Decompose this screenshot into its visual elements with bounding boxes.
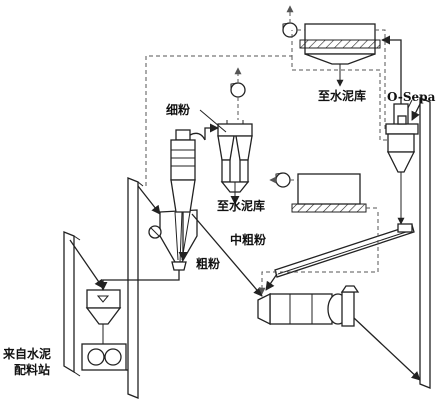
label-from-batching-station-line2: 配料站 — [14, 362, 50, 377]
left-bucket-elevator — [63, 231, 81, 377]
label-coarse-powder: 粗粉 — [196, 256, 220, 271]
ball-mill — [257, 285, 360, 327]
material-flow-lines — [69, 35, 421, 381]
cyclone-collectors — [217, 120, 253, 200]
o-sepa-separator — [385, 80, 419, 225]
fan-mid — [230, 82, 246, 98]
top-bag-filter — [299, 23, 381, 87]
feed-bin — [85, 289, 122, 344]
middle-bucket-elevator — [127, 177, 144, 399]
static-separator-tower — [170, 129, 206, 213]
right-bucket-elevator — [419, 97, 431, 389]
fan-top — [282, 22, 298, 38]
fan-right — [275, 172, 291, 188]
v-separator — [148, 209, 198, 271]
label-to-cement-silo-mid: 至水泥库 — [217, 198, 265, 213]
label-o-sepa: O-Sepa — [387, 90, 436, 104]
label-fine-powder: 细粉 — [166, 102, 190, 117]
label-from-batching-station-line1: 来自水泥 — [2, 346, 51, 361]
right-bag-filter — [291, 173, 367, 213]
label-to-cement-silo-top: 至水泥库 — [318, 88, 366, 103]
roller-press — [81, 343, 127, 371]
label-medium-coarse-powder: 中粗粉 — [230, 232, 266, 247]
air-slide-conveyor — [274, 223, 415, 278]
gas-flow-lines — [145, 5, 388, 295]
